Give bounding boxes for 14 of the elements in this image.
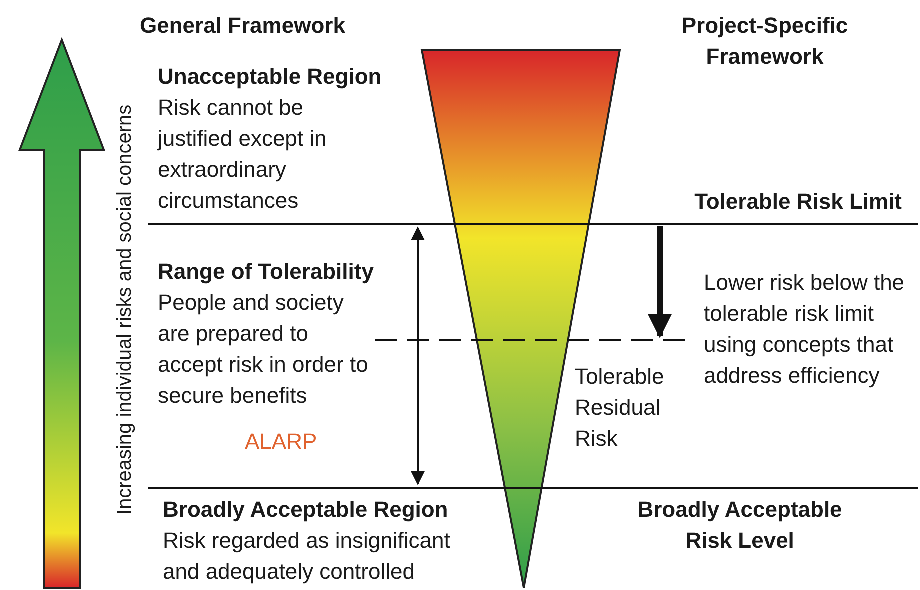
region-title: Range of Tolerability bbox=[158, 258, 375, 286]
heading: Project-Specific Framework bbox=[680, 12, 850, 71]
region-title: Unacceptable Region bbox=[158, 63, 383, 91]
alarp-label: ALARP bbox=[245, 428, 318, 456]
level-label: Broadly Acceptable Risk Level bbox=[636, 496, 844, 555]
residual-risk-label: Tolerable Residual Risk bbox=[575, 363, 666, 453]
description-text: People and society are prepared to accept risk in order to secure benefits bbox=[158, 289, 370, 410]
region-title: Broadly Acceptable Region bbox=[163, 496, 450, 524]
description-text: Risk regarded as insignificant and adequately controlled bbox=[163, 527, 452, 586]
heading: General Framework bbox=[140, 12, 346, 40]
axis-label: Increasing individual risks and social concerns bbox=[113, 104, 137, 516]
description-text: Risk cannot be justified except in extraordinary circumstances bbox=[158, 94, 328, 215]
description-text: Lower risk below the tolerable risk limit using concepts that address efficiency bbox=[704, 269, 906, 390]
limit-label: Tolerable Risk Limit bbox=[694, 188, 902, 216]
